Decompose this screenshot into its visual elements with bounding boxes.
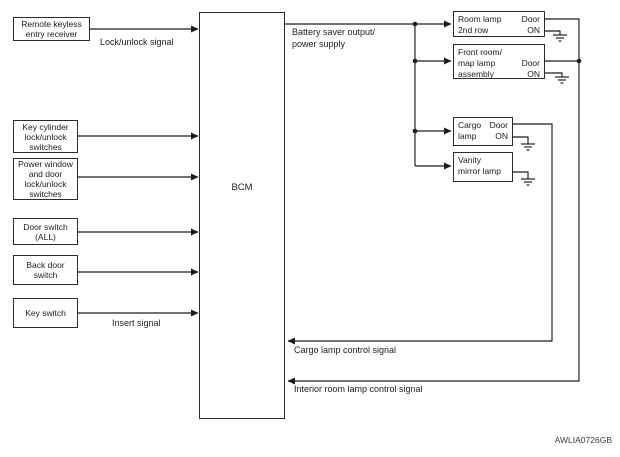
source-box-power-window-door-lock-unlock-switches: Power window and door lock/unlock switch… (13, 158, 78, 200)
label-insert-signal: Insert signal (112, 318, 161, 328)
label-lock-unlock-signal: Lock/unlock signal (100, 37, 174, 47)
figure-code-watermark: AWLIA0726GB (554, 435, 612, 445)
wire-cargo-ground-stub (513, 136, 529, 144)
wire-interior-room-lamp-control (287, 18, 580, 385)
lamp-box-vanity-mirror-lamp: Vanity mirror lamp (453, 152, 513, 182)
lamp-box-cargo-lamp: Cargo lamp Door ON (453, 117, 513, 146)
junction-dot (576, 58, 582, 64)
wire-vanity-ground-stub (513, 171, 529, 179)
junction-dot (412, 21, 418, 27)
wire-cargo-lamp-control (287, 123, 553, 345)
ground-icon (521, 143, 535, 151)
label-battery-saver-output: Battery saver output/ power supply (292, 27, 376, 49)
lamp-box-room-lamp-2nd-row: Room lamp 2nd row Door ON (453, 11, 545, 37)
source-box-back-door-switch: Back door switch (13, 255, 78, 285)
source-box-key-switch: Key switch (13, 298, 78, 328)
lamp-name: Vanity mirror lamp (458, 155, 501, 176)
ground-icon (521, 178, 535, 186)
lamp-box-front-room-map-lamp-assembly: Front room/ map lamp assembly Door ON (453, 44, 545, 79)
wire-room-lamp-ground-stub (545, 30, 561, 35)
wire-front-room-ground-stub (545, 72, 563, 77)
lamp-name: Room lamp 2nd row (458, 14, 502, 35)
lamp-name: Front room/ map lamp assembly (458, 47, 502, 79)
ground-icon (553, 34, 567, 42)
junction-dot (412, 128, 418, 134)
lamp-name: Cargo lamp (458, 120, 482, 141)
bcm-block: BCM (199, 12, 285, 419)
source-box-remote-keyless-entry-receiver: Remote keyless entry receiver (13, 17, 90, 41)
source-box-key-cylinder-lock-unlock-switches: Key cylinder lock/unlock switches (13, 120, 78, 153)
source-box-door-switch-all: Door switch (ALL) (13, 218, 78, 245)
junction-dot (412, 58, 418, 64)
label-cargo-lamp-control-signal: Cargo lamp control signal (294, 345, 397, 355)
lamp-switch-positions: Door ON (521, 14, 540, 35)
bcm-label: BCM (231, 182, 253, 193)
lamp-switch-positions: Door ON (489, 120, 508, 141)
ground-icon (555, 76, 569, 84)
lamp-switch-positions: Door ON (521, 58, 540, 79)
label-interior-room-lamp-control-signal: Interior room lamp control signal (294, 384, 423, 394)
